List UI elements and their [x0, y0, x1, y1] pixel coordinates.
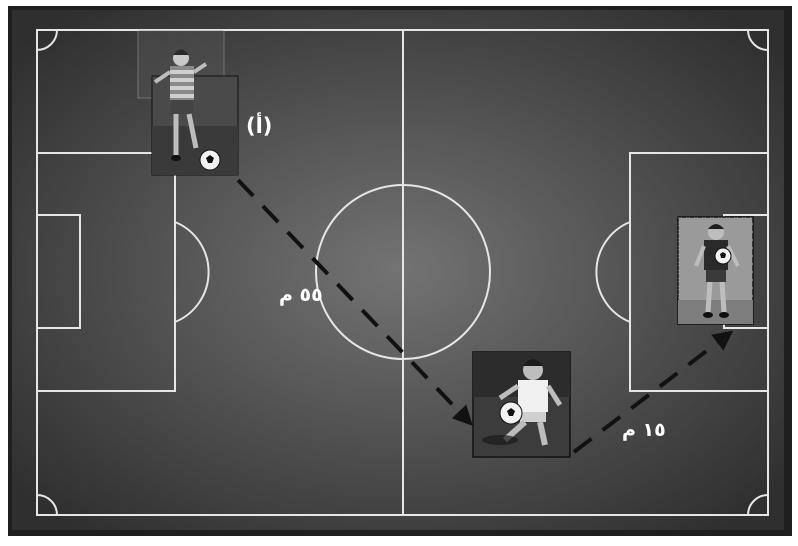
label-distance-15m: ١٥ م — [622, 419, 666, 441]
label-distance-55m: ٥٥ م — [279, 284, 323, 306]
player-b-shirt — [518, 380, 548, 412]
photo-player-a — [138, 30, 238, 175]
label-player-a: (أ) — [246, 114, 272, 138]
grass — [12, 10, 784, 530]
photo-player-b — [473, 352, 570, 457]
photo-goalkeeper — [678, 217, 753, 324]
